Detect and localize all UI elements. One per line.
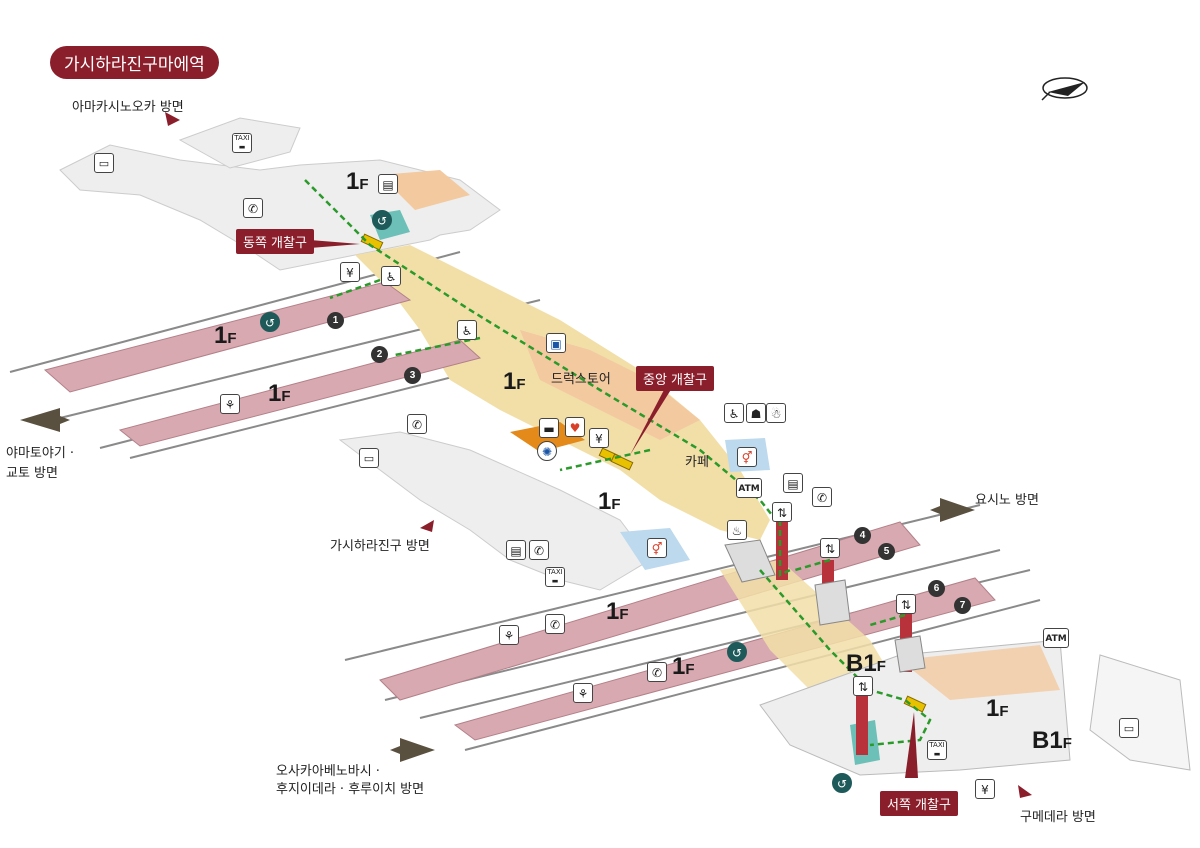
phone-icon-platform-6: ✆ [647, 662, 667, 682]
platform-number-7: 7 [954, 597, 971, 614]
ground-southeast [1089, 654, 1191, 771]
family-icon: ☃ [766, 403, 786, 423]
shop-icon: ▬ [539, 418, 559, 438]
elevator-icon-4: ⇅ [853, 676, 873, 696]
direction-arrows [20, 408, 975, 762]
heart-icon: ♥ [565, 417, 585, 437]
direction-amakashi: 아마카시노오카 방면 [72, 100, 184, 115]
floor-label-platform-4: 1F [606, 598, 629, 625]
label-drugstore: 드럭스토어 [551, 372, 611, 387]
phone-icon-central: ✆ [812, 487, 832, 507]
platform-2-3 [118, 339, 482, 447]
lost-found-icon-platform-1: ↺ [260, 312, 280, 332]
bus-icon: ▭ [94, 153, 114, 173]
elevator-icon-1: ⇅ [772, 502, 792, 522]
platform-number-6: 6 [928, 580, 945, 597]
label-cafe: 카페 [685, 455, 709, 470]
gate-central: 중앙 개찰구 [636, 366, 714, 391]
page-title: 가시하라진구마에역 [50, 46, 219, 79]
wheelchair-icon: ♿ [381, 266, 401, 286]
floor-label-west: 1F [986, 695, 1009, 722]
accessible-icon: ♿ [724, 403, 744, 423]
yen-icon-central: ¥ [589, 428, 609, 448]
gate-west: 서쪽 개찰구 [880, 791, 958, 816]
lost-found-icon-west: ↺ [832, 773, 852, 793]
route-lines [304, 179, 932, 747]
atm-icon-west: ATM [1043, 628, 1069, 648]
concourse-main [355, 245, 770, 540]
phone-icon-south: ✆ [407, 414, 427, 434]
phone-icon-platform-4: ✆ [545, 614, 565, 634]
floor-label-platform-6: 1F [672, 653, 695, 680]
direction-kumedera: 구메데라 방면 [1020, 810, 1096, 825]
direction-kyoto: 교토 방면 [6, 466, 58, 481]
phone-icon: ✆ [243, 198, 263, 218]
direction-yoshino: 요시노 방면 [975, 493, 1039, 508]
ticket-machine-icon: ▤ [378, 174, 398, 194]
direction-kashihara: 가시하라진구 방면 [330, 539, 430, 554]
waiting-bench-icon-2: ⚘ [499, 625, 519, 645]
floor-label-south: 1F [598, 488, 621, 515]
taxi-icon-west: TAXI▬ [927, 740, 947, 760]
shop-west [900, 645, 1060, 700]
floor-label-platform-2: 1F [268, 380, 291, 407]
floor-label-north: 1F [346, 168, 369, 195]
bus-icon-south: ▭ [359, 448, 379, 468]
yen-icon: ¥ [340, 262, 360, 282]
atm-icon: ATM [736, 478, 762, 498]
nursing-room-icon: ☗ [746, 403, 766, 423]
gate-east: 동쪽 개찰구 [236, 229, 314, 254]
taxi-icon-south: TAXI▬ [545, 567, 565, 587]
gate-pointers [310, 240, 918, 778]
lost-found-icon-platform-6: ↺ [727, 642, 747, 662]
toilet-icon: ⚥ [737, 447, 757, 467]
elevator-icon-2: ⇅ [820, 538, 840, 558]
toilet-icon-south: ⚥ [647, 538, 667, 558]
shop-north [380, 170, 470, 210]
smoking-area-icon: ♨ [727, 520, 747, 540]
platform-number-3: 3 [404, 367, 421, 384]
direction-osaka-2: 후지이데라 · 후루이치 방면 [276, 782, 425, 797]
platform-number-2: 2 [371, 346, 388, 363]
platform-number-1: 1 [327, 312, 344, 329]
platform-number-4: 4 [854, 527, 871, 544]
platform-1 [43, 281, 412, 393]
floor-label-platform-1: 1F [214, 322, 237, 349]
bus-icon-west: ▭ [1119, 718, 1139, 738]
waiting-bench-icon: ⚘ [220, 394, 240, 414]
north-compass-icon [1041, 77, 1088, 101]
lost-found-icon: ↺ [372, 210, 392, 230]
small-arrows [165, 112, 1032, 798]
ticket-machine-icon-central: ▤ [783, 473, 803, 493]
floor-label-b1-underpass: B1F [846, 650, 886, 677]
waiting-bench-icon-3: ⚘ [573, 683, 593, 703]
elevator-icon-3: ⇅ [896, 594, 916, 614]
floor-label-b1-west: B1F [1032, 727, 1072, 754]
taxi-icon: TAXI▬ [232, 133, 252, 153]
emblem-icon: ✺ [537, 441, 557, 461]
wheelchair-icon-2: ♿ [457, 320, 477, 340]
ticket-machine-icon-south: ▤ [506, 540, 526, 560]
floor-label-concourse: 1F [503, 368, 526, 395]
phone-icon-south-2: ✆ [529, 540, 549, 560]
platform-number-5: 5 [878, 543, 895, 560]
underpass [720, 560, 900, 705]
coin-locker-icon: ▣ [546, 333, 566, 353]
direction-yamato: 야마토야기 · [6, 446, 75, 461]
direction-osaka-1: 오사카아베노바시 · [276, 764, 380, 779]
yen-icon-west: ¥ [975, 779, 995, 799]
ground-south [338, 431, 651, 591]
